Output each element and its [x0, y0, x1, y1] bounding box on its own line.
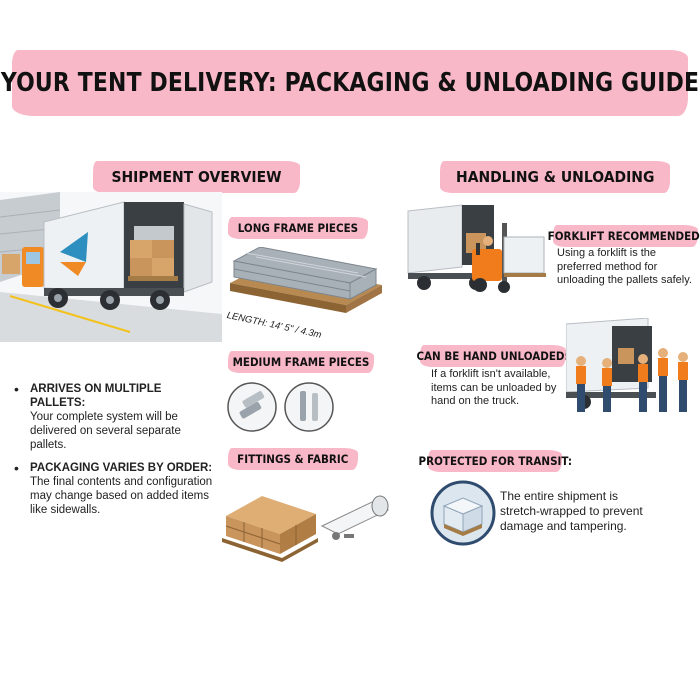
bolt-icon	[227, 382, 277, 432]
fabric-roll-illustration	[320, 495, 390, 540]
delivery-truck-illustration	[0, 192, 222, 342]
page-title: YOUR TENT DELIVERY: PACKAGING & UNLOADIN…	[0, 68, 700, 98]
forklift-illustration	[407, 204, 546, 293]
wrapped-pallet-icon	[430, 480, 496, 546]
label-forklift-recommended: FORKLIFT RECOMMENDED:	[547, 225, 700, 247]
bullet-item: • ARRIVES ON MULTIPLE PALLETS: Your comp…	[14, 381, 181, 451]
crate-illustration	[222, 496, 318, 562]
label-medium-frame-pieces: MEDIUM FRAME PIECES	[228, 351, 374, 373]
section-header-handling-unloading: HANDLING & UNLOADING	[440, 161, 670, 193]
protected-note: The entire shipment is stretch-wrapped t…	[500, 489, 643, 533]
section-header-shipment-overview: SHIPMENT OVERVIEW	[93, 161, 300, 193]
forklift-note: Using a forklift is the preferred method…	[557, 247, 692, 286]
label-fittings-fabric: FITTINGS & FABRIC	[228, 448, 358, 470]
label-can-be-hand-unloaded: CAN BE HAND UNLOADED:	[417, 345, 569, 367]
label-long-frame-pieces: LONG FRAME PIECES	[228, 217, 368, 239]
title-banner: YOUR TENT DELIVERY: PACKAGING & UNLOADIN…	[1, 50, 699, 116]
pin-icon	[284, 382, 334, 432]
workers-illustration	[566, 318, 688, 412]
hand-unload-note: If a forklift isn't available, items can…	[431, 368, 557, 407]
overview-bullet-list: • ARRIVES ON MULTIPLE PALLETS: Your comp…	[14, 382, 214, 526]
bullet-item: • PACKAGING VARIES BY ORDER: The final c…	[14, 460, 213, 516]
frame-bundle-illustration	[230, 247, 382, 313]
label-protected-for-transit: PROTECTED FOR TRANSIT:	[418, 450, 572, 472]
